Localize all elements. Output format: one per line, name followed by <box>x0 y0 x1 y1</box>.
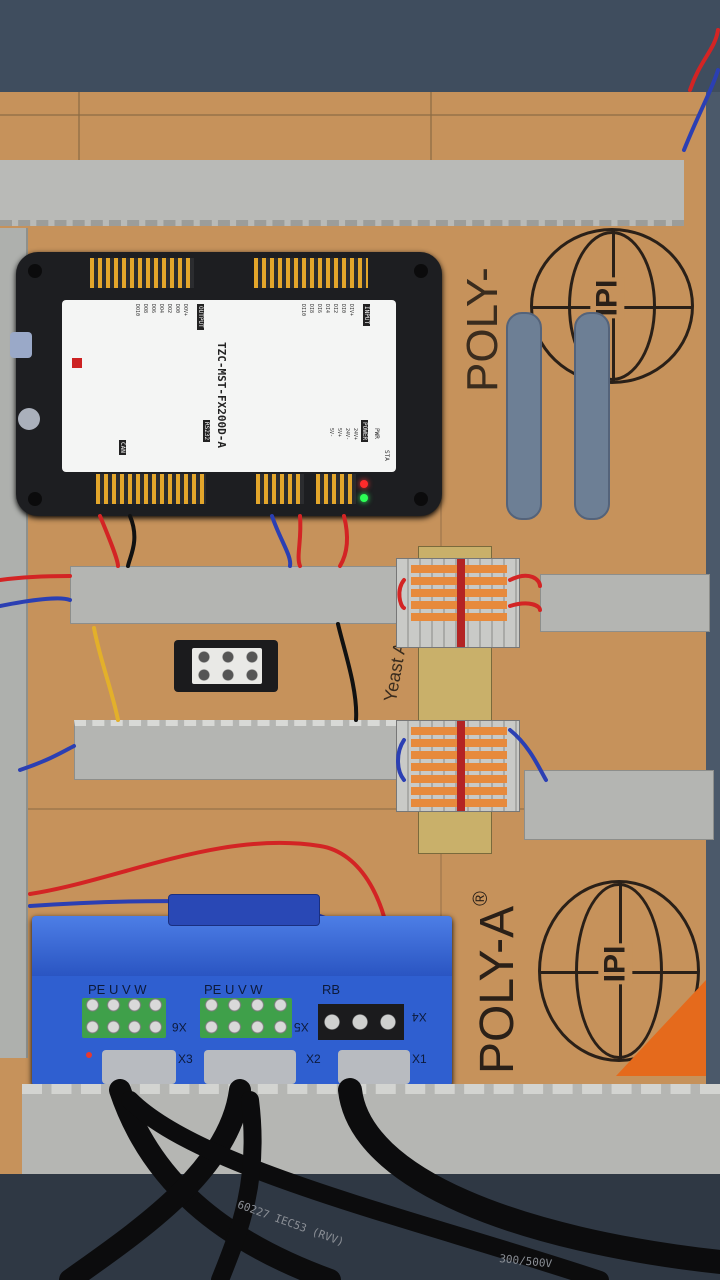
connector-x3 <box>102 1050 176 1084</box>
wire-duct-lower <box>74 720 398 780</box>
backplate-logo-top: IPI <box>530 228 694 384</box>
status-led-green <box>360 494 368 502</box>
terminal-red-separator <box>457 559 465 647</box>
mount-hole <box>28 264 42 278</box>
terminal-block-power <box>316 474 356 504</box>
cable <box>211 1091 262 1280</box>
wire <box>0 574 72 582</box>
wire <box>0 596 72 608</box>
motor-terminal-a <box>82 998 166 1038</box>
wire <box>397 578 406 610</box>
wire <box>508 601 542 612</box>
cable <box>121 1091 609 1280</box>
cabinet-frame-bottom <box>0 1174 720 1280</box>
wire <box>688 28 720 92</box>
controller-label-panel: TZC-MST-FX200D-A OUTPUT INPUT POWER RS23… <box>62 300 396 472</box>
cable <box>338 1078 720 1274</box>
terminal-block-serial <box>256 474 304 504</box>
motor-terminal-b <box>200 998 292 1038</box>
port-label: X2 <box>306 1052 321 1066</box>
port-label: X3 <box>178 1052 193 1066</box>
backplate-slot <box>506 312 542 520</box>
wire <box>338 514 349 568</box>
connector-x2 <box>204 1050 296 1084</box>
rb-terminal <box>318 1004 404 1040</box>
wire <box>98 514 120 568</box>
wire <box>92 626 120 722</box>
wire <box>508 573 542 588</box>
terminal-block-output <box>90 258 194 288</box>
side-connector <box>18 408 40 430</box>
cable <box>59 1079 251 1280</box>
wire-duct-right-upper <box>540 574 710 632</box>
manufacturer-logo <box>72 358 82 368</box>
mount-hole <box>28 492 42 506</box>
wire <box>270 514 293 568</box>
wire <box>682 68 720 152</box>
terminal-block-can <box>96 474 206 504</box>
guide-line <box>430 92 432 162</box>
terminal-red-separator <box>457 721 465 811</box>
cable <box>109 1079 341 1280</box>
backplate-slot <box>574 312 610 520</box>
terminal-strip-lower <box>396 720 520 812</box>
cabinet-frame-right <box>706 92 720 1192</box>
rb-label: RB <box>322 982 341 997</box>
cabinet-frame-top <box>0 0 720 92</box>
wire-duct-upper <box>70 566 402 624</box>
servo-status-led <box>86 1052 92 1058</box>
wire <box>396 738 406 782</box>
motor-terminal-a-label: PE U V W <box>88 982 147 997</box>
status-led-red <box>360 480 368 488</box>
servo-drive-top-fin <box>32 916 452 976</box>
guide-line <box>78 92 80 162</box>
io-controller: TZC-MST-FX200D-A OUTPUT INPUT POWER RS23… <box>10 252 442 516</box>
wire <box>336 622 359 722</box>
terminal-block-input <box>254 258 368 288</box>
wire-duct-top <box>0 160 684 226</box>
wire <box>296 514 303 568</box>
wire <box>508 728 548 782</box>
wire <box>18 744 76 772</box>
guide-line <box>0 808 700 810</box>
screw-terminal-block <box>174 640 278 692</box>
mount-hole <box>414 264 428 278</box>
port-label: X1 <box>412 1052 427 1066</box>
mount-hole <box>414 492 428 506</box>
backplate-logo-bottom: IPI <box>538 880 700 1062</box>
wire-duct-right-lower <box>524 770 714 840</box>
terminal-strip-upper <box>396 558 520 648</box>
wire <box>28 840 394 974</box>
usb-dongle <box>168 894 320 926</box>
side-connector <box>10 332 32 358</box>
screw-terminal-face <box>192 648 262 684</box>
motor-terminal-b-label: PE U V W <box>204 982 263 997</box>
wire <box>126 514 137 568</box>
guide-line <box>0 114 700 116</box>
servo-drive: PE U V W PE U V W RB X6 X5 X4 X3 X2 X1 <box>32 894 452 1086</box>
